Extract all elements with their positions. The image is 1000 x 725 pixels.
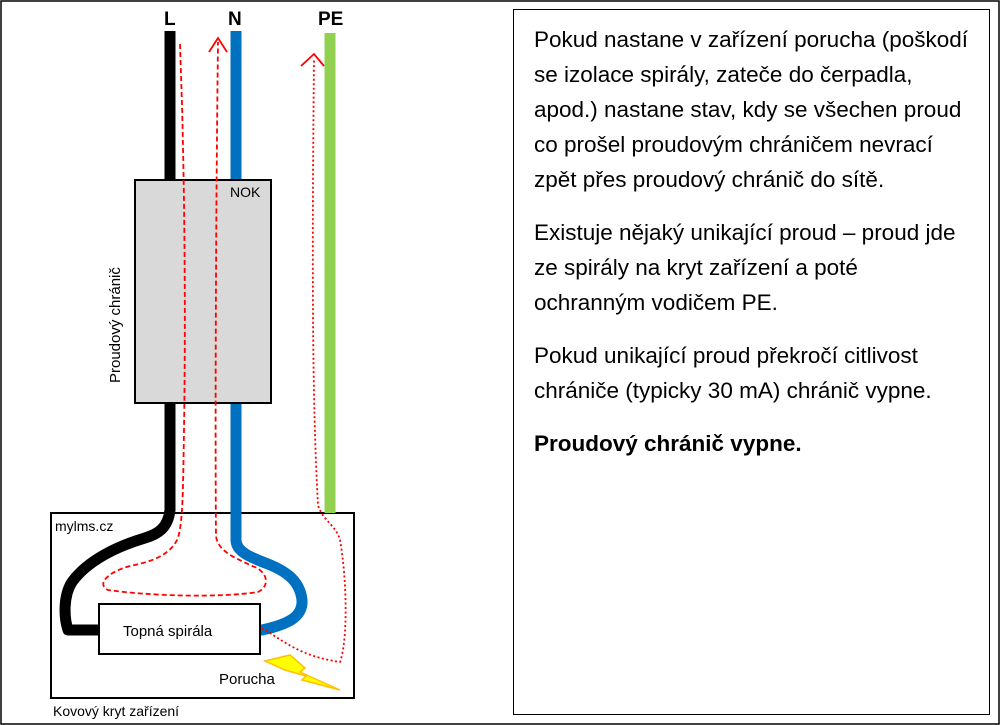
breaker-box bbox=[134, 179, 272, 404]
wire-label-l: L bbox=[164, 9, 176, 30]
housing-label: Kovový kryt zařízení bbox=[53, 703, 179, 719]
lightning-icon bbox=[262, 654, 341, 691]
heater-label: Topná spirála bbox=[123, 623, 213, 640]
breaker-status: NOK bbox=[230, 184, 261, 200]
n-wire-bottom bbox=[230, 396, 308, 636]
explanation-paragraph-3: Pokud unikající proud překročí citlivost… bbox=[534, 343, 932, 403]
current-path-arrow-l bbox=[208, 36, 228, 53]
fault-label: Porucha bbox=[219, 671, 276, 688]
explanation-paragraph-1: Pokud nastane v zařízení porucha (poškod… bbox=[534, 27, 969, 192]
breaker-label: Proudový chránič bbox=[107, 267, 124, 383]
watermark: mylms.cz bbox=[55, 518, 113, 534]
heater-box bbox=[98, 603, 261, 655]
current-path bbox=[102, 41, 267, 597]
leakage-path bbox=[261, 59, 347, 663]
leakage-path-arrow bbox=[300, 52, 325, 67]
explanation-paragraph-2: Existuje nějaký unikající proud – proud … bbox=[534, 220, 956, 315]
explanation-panel: Pokud nastane v zařízení porucha (poškod… bbox=[513, 9, 990, 715]
l-wire-bottom bbox=[59, 396, 176, 636]
wire-label-pe: PE bbox=[318, 9, 343, 30]
wire-label-n: N bbox=[228, 9, 242, 30]
explanation-conclusion: Proudový chránič vypne. bbox=[534, 431, 802, 456]
